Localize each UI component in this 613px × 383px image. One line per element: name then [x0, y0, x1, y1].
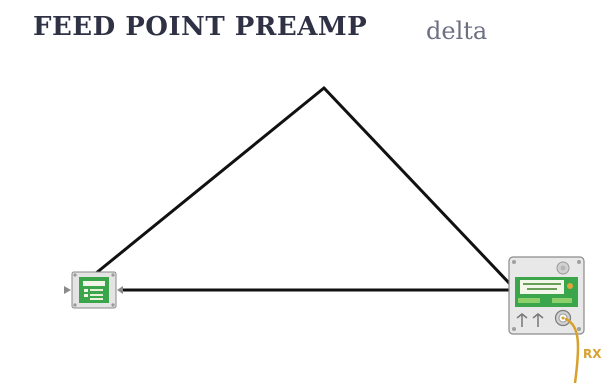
antenna-terminal-icon — [516, 313, 528, 327]
terminal-icon — [117, 286, 123, 294]
antenna-terminal-icon — [532, 313, 544, 327]
wire-right-side — [322, 86, 513, 287]
small-feed-box — [64, 271, 123, 309]
terminal-icon — [64, 286, 71, 294]
preamp-box — [508, 256, 585, 335]
status-led-icon — [567, 283, 573, 289]
coax-cable — [564, 317, 580, 383]
page-subtitle: delta — [426, 17, 488, 45]
wire-left-side — [88, 86, 326, 280]
page-title: FEED POINT PREAMP — [33, 12, 368, 42]
rx-label: RX — [583, 347, 602, 361]
